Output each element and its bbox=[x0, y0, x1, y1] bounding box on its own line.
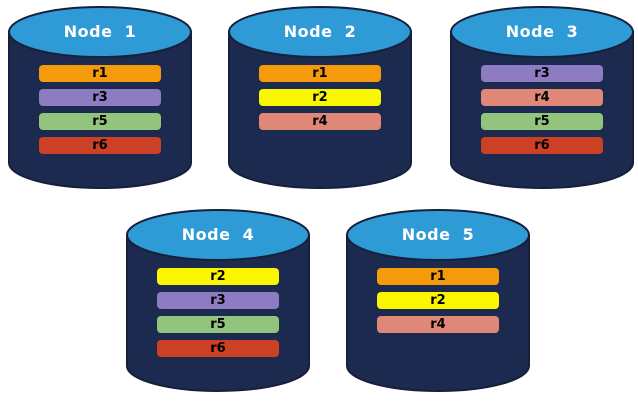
cylinder-top-disc bbox=[450, 6, 634, 58]
replica-bar-r3[interactable]: r3 bbox=[481, 65, 603, 82]
replica-list: r1 r2 r4 bbox=[228, 65, 412, 130]
replica-bar-r3[interactable]: r3 bbox=[39, 89, 161, 106]
replica-list: r3 r4 r5 r6 bbox=[450, 65, 634, 154]
cylinder-top-disc bbox=[8, 6, 192, 58]
replica-list: r2 r3 r5 r6 bbox=[126, 268, 310, 357]
replica-bar-r5[interactable]: r5 bbox=[39, 113, 161, 130]
replica-bar-r1[interactable]: r1 bbox=[377, 268, 499, 285]
replica-bar-r1[interactable]: r1 bbox=[259, 65, 381, 82]
replica-bar-r6[interactable]: r6 bbox=[481, 137, 603, 154]
replica-bar-r1[interactable]: r1 bbox=[39, 65, 161, 82]
replica-bar-r5[interactable]: r5 bbox=[481, 113, 603, 130]
replica-bar-r4[interactable]: r4 bbox=[481, 89, 603, 106]
cylinder-top-disc bbox=[126, 209, 310, 261]
cylinder-top-disc bbox=[346, 209, 530, 261]
replica-bar-r2[interactable]: r2 bbox=[157, 268, 279, 285]
replica-bar-r2[interactable]: r2 bbox=[259, 89, 381, 106]
cylinder-top-disc bbox=[228, 6, 412, 58]
replica-bar-r6[interactable]: r6 bbox=[157, 340, 279, 357]
replica-list: r1 r3 r5 r6 bbox=[8, 65, 192, 154]
replica-bar-r4[interactable]: r4 bbox=[259, 113, 381, 130]
replica-bar-r2[interactable]: r2 bbox=[377, 292, 499, 309]
replica-bar-r6[interactable]: r6 bbox=[39, 137, 161, 154]
replica-bar-r4[interactable]: r4 bbox=[377, 316, 499, 333]
replica-bar-r3[interactable]: r3 bbox=[157, 292, 279, 309]
replica-list: r1 r2 r4 bbox=[346, 268, 530, 333]
replica-bar-r5[interactable]: r5 bbox=[157, 316, 279, 333]
